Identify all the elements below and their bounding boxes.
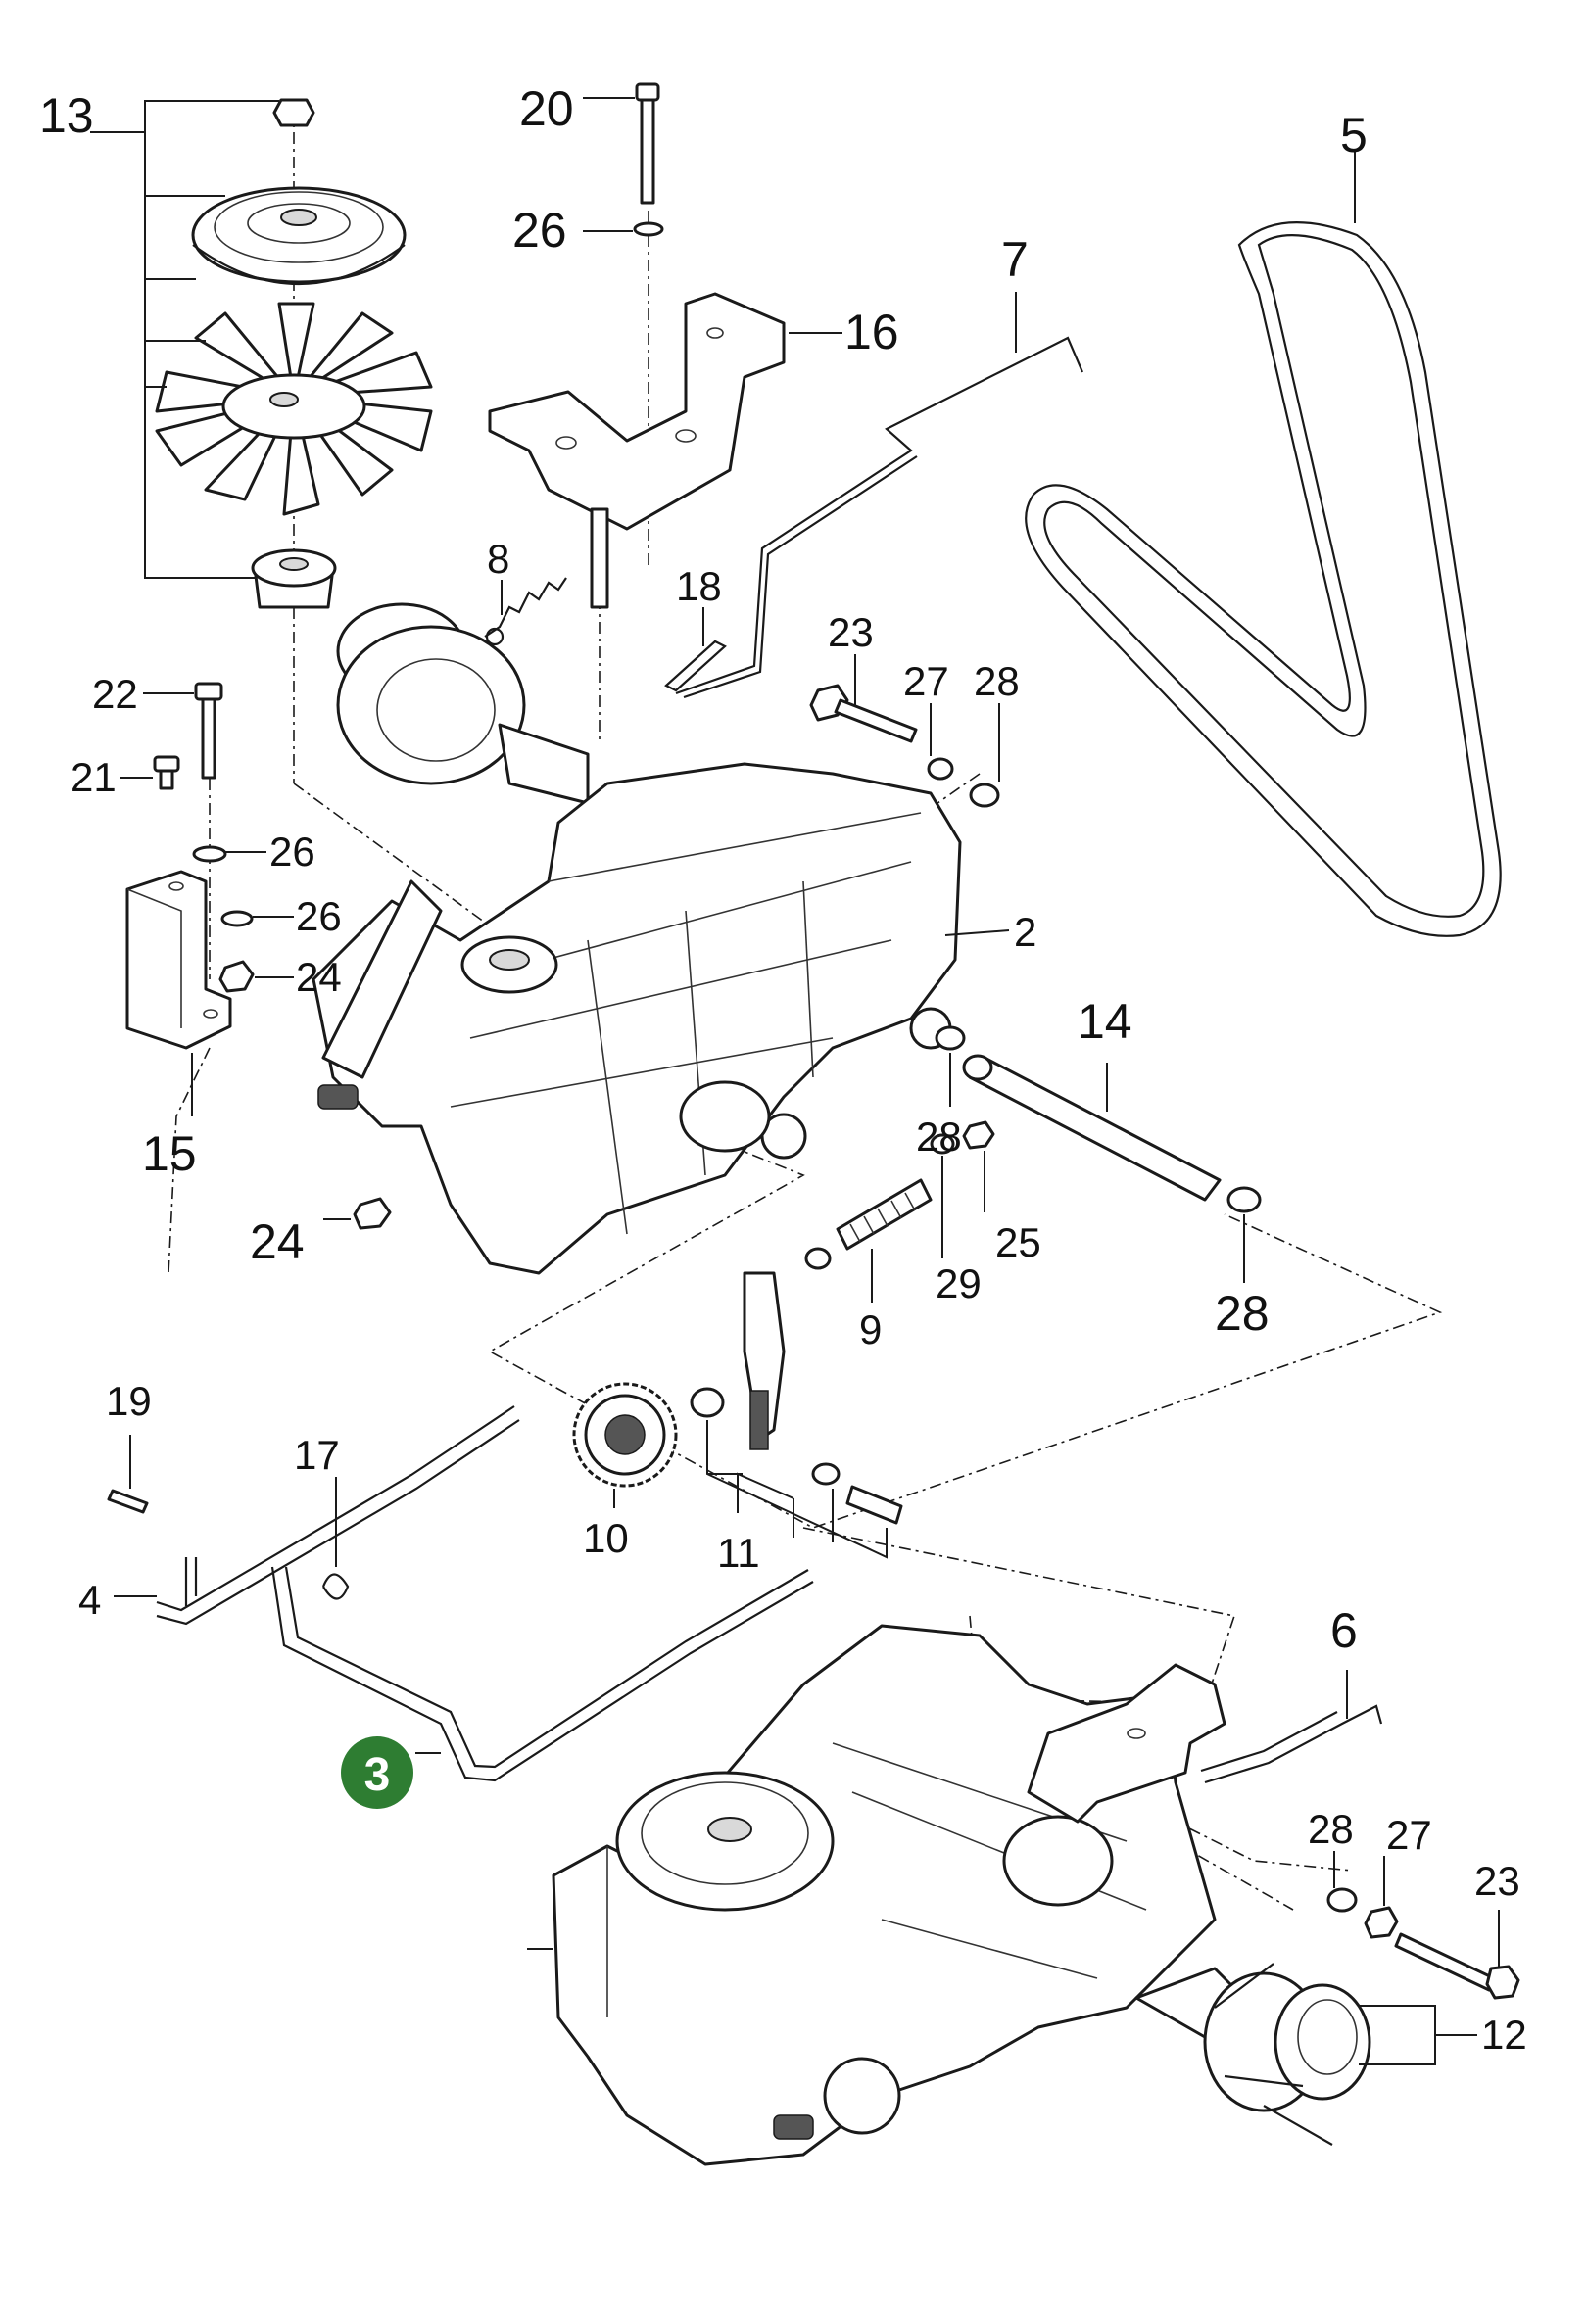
washer-28-b bbox=[935, 1025, 966, 1051]
bolt-23-top bbox=[809, 684, 918, 743]
label-15: 15 bbox=[142, 1126, 197, 1181]
spring-9 bbox=[836, 1178, 933, 1251]
label-28c: 28 bbox=[1215, 1286, 1270, 1341]
washer-28-d bbox=[1326, 1887, 1358, 1913]
label-5: 5 bbox=[1340, 108, 1368, 163]
label-25: 25 bbox=[995, 1219, 1041, 1265]
lever-11 bbox=[690, 1271, 903, 1525]
pin-18 bbox=[664, 640, 727, 692]
label-11: 11 bbox=[717, 1530, 760, 1576]
label-12: 12 bbox=[1481, 2012, 1527, 2058]
pulley-fan-assembly bbox=[155, 98, 433, 609]
fan bbox=[155, 302, 433, 516]
screw-19 bbox=[107, 1489, 149, 1514]
nut-25 bbox=[962, 1120, 995, 1150]
label-26a: 26 bbox=[512, 203, 567, 258]
belt-5 bbox=[1025, 221, 1502, 937]
sprocket-10 bbox=[572, 1382, 678, 1488]
washer-9 bbox=[804, 1247, 832, 1270]
transmission-lower bbox=[552, 1624, 1217, 2166]
label-17: 17 bbox=[294, 1432, 340, 1478]
label-4: 4 bbox=[78, 1577, 101, 1623]
label-18: 18 bbox=[676, 563, 722, 609]
label-24b: 24 bbox=[250, 1214, 305, 1269]
label-8: 8 bbox=[487, 536, 509, 582]
label-28b: 28 bbox=[916, 1114, 962, 1160]
badge-label: 3 bbox=[364, 1749, 391, 1801]
transmission-2 bbox=[312, 602, 962, 1275]
label-20: 20 bbox=[519, 81, 574, 136]
nut-27-b bbox=[1364, 1906, 1399, 1939]
label-26b: 26 bbox=[269, 829, 315, 875]
label-23a: 23 bbox=[828, 609, 874, 655]
washer-26-c bbox=[220, 910, 254, 927]
rod-3 bbox=[270, 1566, 814, 1782]
rod-4 bbox=[156, 1405, 520, 1626]
label-24a: 24 bbox=[296, 954, 342, 1000]
label-28d: 28 bbox=[1308, 1806, 1354, 1852]
label-26c: 26 bbox=[296, 893, 342, 939]
nut-24-b bbox=[353, 1197, 392, 1230]
bracket-6 bbox=[1027, 1663, 1383, 1824]
label-27a: 27 bbox=[903, 658, 949, 704]
nut-24-a bbox=[218, 960, 255, 993]
badge-circle bbox=[341, 1736, 413, 1809]
label-19: 19 bbox=[106, 1378, 152, 1424]
label-7: 7 bbox=[1001, 232, 1029, 287]
rod-7 bbox=[675, 336, 1084, 695]
label-14: 14 bbox=[1078, 994, 1132, 1049]
label-28a: 28 bbox=[974, 658, 1020, 704]
callout-labels: 13 20 26 5 7 16 8 18 23 27 28 22 21 26 2… bbox=[39, 81, 1527, 2058]
washer-28-top bbox=[969, 783, 1000, 808]
tube-14 bbox=[968, 1056, 1222, 1202]
bolt-21 bbox=[153, 755, 180, 790]
bracket-16 bbox=[488, 292, 786, 531]
spring-8 bbox=[484, 577, 567, 638]
washer-26-top bbox=[633, 221, 664, 237]
label-9: 9 bbox=[859, 1306, 882, 1352]
leader-lines bbox=[90, 97, 1500, 2065]
bolt-22 bbox=[194, 682, 223, 780]
label-16: 16 bbox=[844, 305, 899, 359]
bolt-23-bottom bbox=[1394, 1932, 1520, 2000]
label-29: 29 bbox=[936, 1260, 982, 1306]
label-21: 21 bbox=[71, 754, 117, 800]
label-6: 6 bbox=[1330, 1603, 1358, 1658]
rod-16-shaft bbox=[590, 507, 609, 609]
bolt-20 bbox=[635, 82, 660, 205]
label-10: 10 bbox=[583, 1515, 629, 1561]
bracket-15 bbox=[125, 870, 232, 1050]
highlight-badge-3[interactable]: 3 bbox=[341, 1736, 413, 1809]
label-2: 2 bbox=[1014, 909, 1036, 955]
washer-29 bbox=[930, 1133, 955, 1155]
washer-27-top bbox=[927, 757, 954, 781]
pin-17 bbox=[321, 1573, 350, 1600]
hub-12 bbox=[1134, 1963, 1371, 2146]
washer-28-c bbox=[1226, 1186, 1262, 1213]
label-27b: 27 bbox=[1386, 1812, 1432, 1858]
label-23b: 23 bbox=[1474, 1858, 1520, 1904]
label-22: 22 bbox=[92, 671, 138, 717]
label-13: 13 bbox=[39, 88, 94, 143]
washer-26-b bbox=[192, 845, 227, 863]
